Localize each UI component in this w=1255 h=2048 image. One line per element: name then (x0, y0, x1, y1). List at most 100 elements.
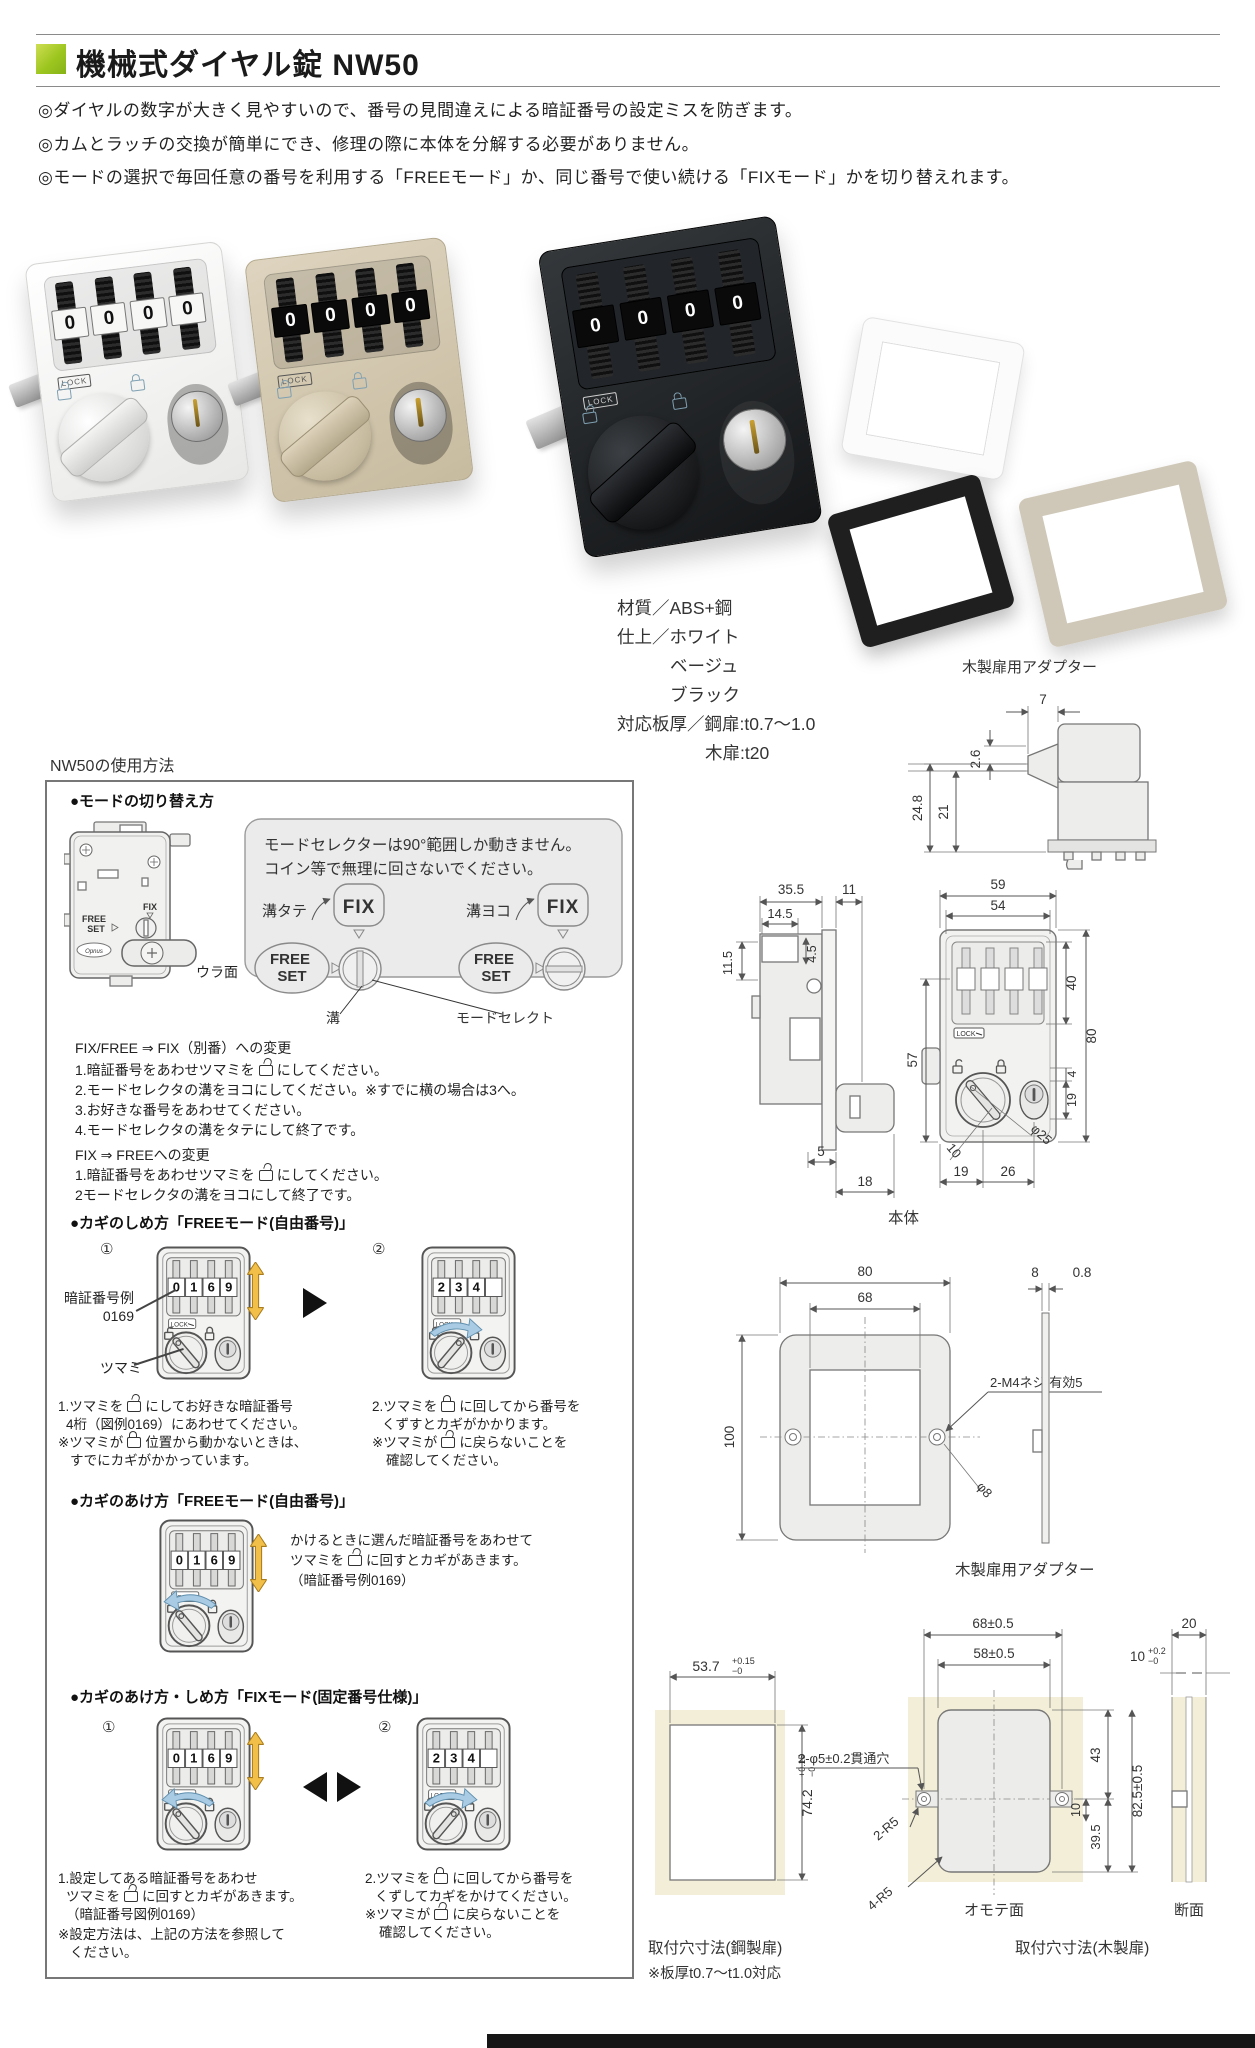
svg-text:2.6: 2.6 (968, 750, 983, 769)
dial-wheel: 0 (50, 280, 90, 365)
lock-figure-free-open: 0 1 6 9 (158, 1518, 255, 1654)
figure-digit: 6 (207, 1279, 215, 1295)
knob (53, 387, 154, 487)
svg-text:68: 68 (857, 1290, 872, 1305)
lock-body: 0 0 0 0 LOCK (537, 214, 823, 559)
title-accent-square (36, 44, 66, 74)
svg-text:φ8: φ8 (974, 1479, 996, 1501)
svg-text:断面: 断面 (1174, 1902, 1204, 1919)
svg-text:35.5: 35.5 (778, 882, 804, 897)
key-plug (390, 385, 450, 445)
free-close-text: くずすとカギがかかります。 (382, 1417, 557, 1432)
dial-wheel: 0 (713, 248, 762, 358)
svg-text:74.2: 74.2 (799, 1789, 815, 1816)
top-rule (36, 34, 1220, 35)
free-close-text: 2.ツマミをに回してから番号を (372, 1395, 581, 1414)
step-mark-1: ① (102, 1719, 116, 1736)
figure-digit: 0 (172, 1750, 180, 1766)
figure-digit: 9 (225, 1279, 233, 1295)
dial-digit: 0 (270, 303, 311, 338)
unlock-icon (258, 1170, 273, 1181)
change2-title: FIX ⇒ FREEへの変更 (75, 1147, 210, 1163)
dial-wheel: 0 (390, 262, 431, 348)
svg-text:21: 21 (936, 804, 951, 819)
usage-box (45, 780, 634, 1979)
figure-digit: 4 (472, 1279, 480, 1295)
lock-icon (352, 377, 368, 391)
dial-wheel: 0 (619, 263, 667, 373)
wood-hole-drawing: 68±0.5 58±0.5 20 10 +0.2 −0 43 82.5±0.5 … (796, 1616, 1230, 1919)
back-view-label: ウラ面 (196, 964, 238, 980)
svg-text:68±0.5: 68±0.5 (972, 1616, 1013, 1631)
dial-wheel: 0 (310, 272, 351, 358)
body-drawing: 35.5 11 14.5 4.5 11.5 5 18 LOCK (720, 877, 1099, 1198)
svg-text:4-R5: 4-R5 (864, 1884, 895, 1914)
figure-digit: 1 (190, 1279, 198, 1295)
step-mark-1: ① (100, 1241, 114, 1258)
dial-spin-arrow (250, 1534, 267, 1592)
free-close-text: 確認してください。 (386, 1453, 507, 1468)
knob-turn-arrow (160, 1786, 216, 1810)
unlock-icon (434, 1909, 449, 1920)
svg-text:24.8: 24.8 (910, 795, 925, 821)
dial-spin-arrow (247, 1262, 264, 1320)
adapter-photo-caption: 木製扉用アダプター (962, 659, 1098, 676)
svg-text:18: 18 (857, 1174, 872, 1189)
knob-grip (56, 394, 151, 481)
keyhole (192, 399, 201, 428)
svg-text:4: 4 (1065, 1070, 1079, 1077)
free-open-text: ツマミをに回すとカギがあきます。 (290, 1553, 527, 1568)
svg-text:FIX: FIX (547, 897, 580, 918)
spec-block: 材質／ABS+鋼 仕上／ホワイト ベージュ ブラック 対応板厚／鋼扉:t0.7～… (617, 594, 815, 768)
svg-text:80: 80 (857, 1264, 872, 1279)
lock-figure-fix-1: 0 1 6 9 (155, 1716, 252, 1852)
change1-step: 1.暗証番号をあわせツマミをにしてください。 (75, 1062, 388, 1078)
lock-icon (441, 1395, 456, 1412)
svg-text:FIX: FIX (343, 897, 376, 918)
fix-mode-text: 1.設定してある暗証番号をあわせ (58, 1871, 258, 1886)
knob-label: ツマミ (100, 1360, 142, 1376)
steel-hole-drawing: 53.7 +0.15 −0 74.2 +0.15 −0 (655, 1656, 817, 1895)
lock-icon (434, 1867, 449, 1884)
figure-digit: 2 (432, 1750, 440, 1766)
svg-text:2-M4ネジ 有効5: 2-M4ネジ 有効5 (990, 1375, 1082, 1390)
svg-text:10: 10 (944, 1140, 965, 1161)
wood-adapter-caption: 木製扉用アダプター (955, 1562, 1095, 1579)
lock-icon (130, 379, 146, 393)
svg-text:11.5: 11.5 (720, 951, 735, 975)
product-photo-beige-lock: 0 0 0 0 LOCK (227, 236, 475, 504)
spec-line: 木扉:t20 (705, 743, 770, 763)
svg-text:FREE: FREE (474, 951, 514, 968)
dial-wheel: 0 (168, 266, 207, 350)
key-plug (719, 404, 791, 476)
svg-text:+0.15: +0.15 (797, 1754, 807, 1777)
svg-text:2-φ5±0.2貫通穴: 2-φ5±0.2貫通穴 (798, 1751, 889, 1766)
dial-digit: 0 (619, 296, 667, 341)
spec-line: ブラック (670, 685, 740, 705)
dial-digit: 0 (571, 304, 620, 349)
svg-text:SET: SET (277, 968, 306, 985)
svg-text:7: 7 (1039, 692, 1047, 707)
unlock-icon (258, 1065, 273, 1076)
free-open-title: ●カギのあけ方「FREEモード(自由番号)」 (70, 1493, 355, 1510)
svg-text:82.5±0.5: 82.5±0.5 (1130, 1765, 1145, 1817)
svg-text:59: 59 (990, 877, 1005, 892)
knob-grip (276, 392, 373, 480)
lock-body: 0 0 0 0 LOCK (24, 240, 251, 504)
figure-digit: 6 (210, 1552, 218, 1568)
svg-text:19: 19 (1065, 1093, 1079, 1107)
svg-text:19: 19 (953, 1164, 968, 1179)
dial-wheel: 0 (89, 276, 129, 360)
lock-figure-fix-2: 2 3 4 (415, 1716, 512, 1852)
dial-panel: 0 0 0 0 (262, 253, 442, 371)
svg-text:5: 5 (817, 1144, 825, 1159)
svg-text:43: 43 (1088, 1747, 1103, 1762)
svg-text:4.5: 4.5 (805, 945, 819, 962)
figure-digit: 3 (455, 1279, 463, 1295)
knob-grip (586, 418, 700, 526)
figure-digit: 0 (175, 1552, 183, 1568)
svg-text:Opnus: Opnus (85, 949, 103, 955)
figure-digit: 1 (193, 1552, 201, 1568)
svg-text:2-R5: 2-R5 (870, 1814, 901, 1844)
